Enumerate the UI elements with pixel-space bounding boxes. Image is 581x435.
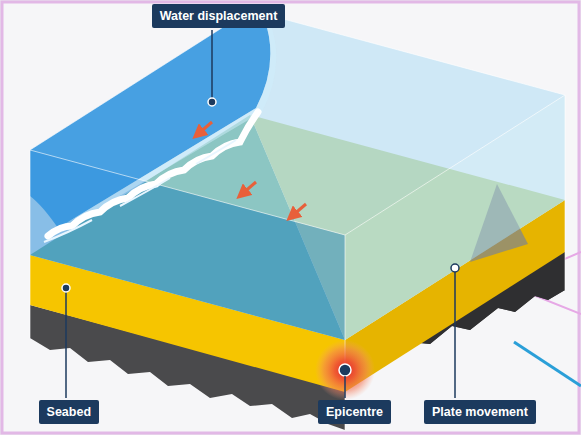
leader-line [344,376,346,398]
label-box: Water displacement [152,4,286,28]
label-text: Epicentre [326,404,383,420]
label-box: Epicentre [318,400,391,424]
label-text: Plate movement [432,404,528,420]
label-text: Seabed [47,404,91,420]
label-text: Water displacement [160,8,278,24]
leader-line [211,30,213,98]
leader-line [454,272,456,398]
leader-dot [451,264,459,272]
leader-dot [208,98,216,106]
displaced-water [30,10,270,228]
wave-face [58,18,276,228]
leader-dot [339,364,351,376]
leader-line [65,292,67,398]
wave-direction-arrow [242,182,256,194]
label-box: Seabed [39,400,99,424]
wave-direction-arrow [198,122,212,134]
wave-direction-arrow [292,204,306,216]
callout-pointer [514,342,581,386]
wave-crest [48,112,258,236]
water-top [30,10,565,235]
leader-dot [62,284,70,292]
box-edges [30,10,565,430]
label-box: Plate movement [424,400,536,424]
epicentre-glow [315,340,375,400]
foam [44,140,236,242]
